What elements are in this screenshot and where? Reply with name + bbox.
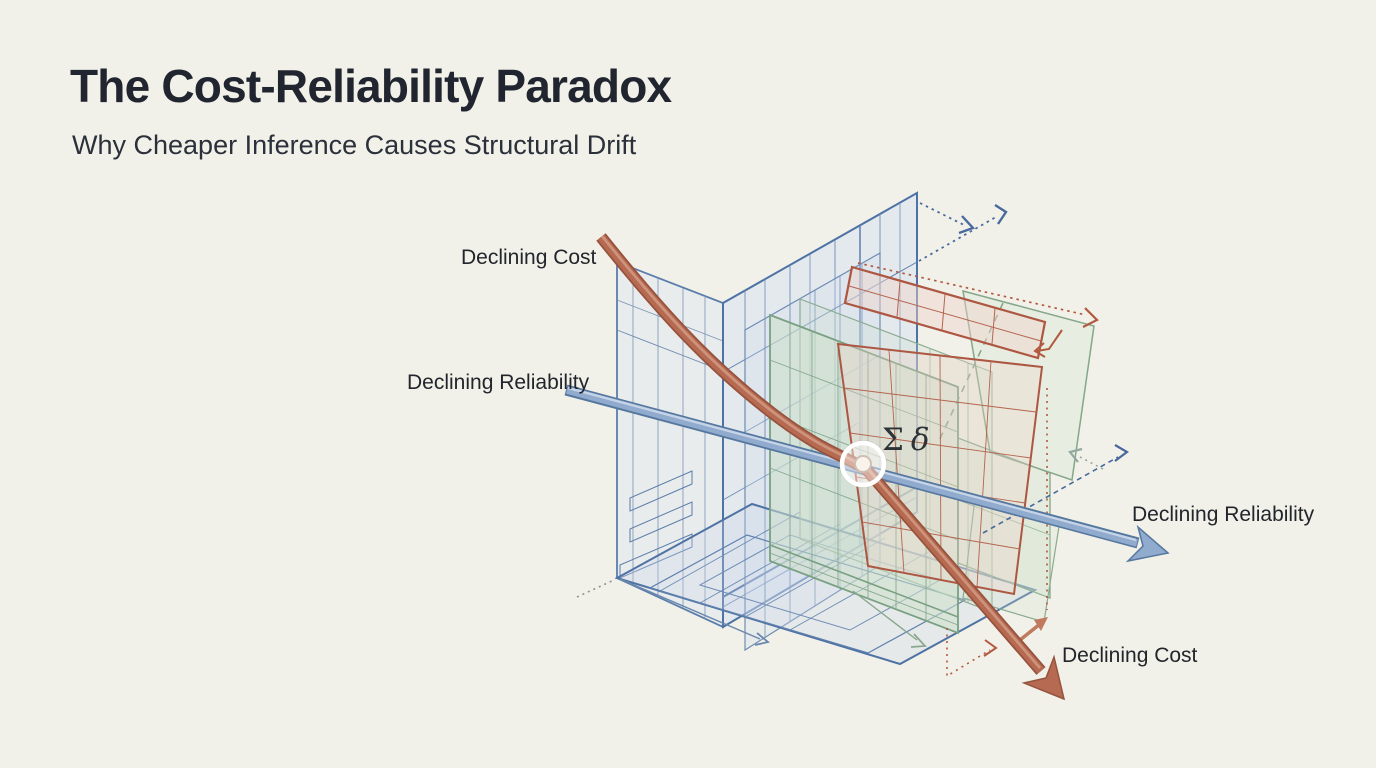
red-drifted-plane	[836, 342, 1044, 596]
sigma-symbol: Σ	[882, 422, 904, 458]
red-dotted-arrow-top	[857, 262, 1099, 328]
label-declining-cost-right: Declining Cost	[1062, 644, 1198, 667]
ground-dotted-line	[576, 579, 615, 598]
red-drifted-strip	[843, 265, 1047, 360]
green-thin-floor-arrow	[852, 590, 927, 648]
page-title: The Cost-Reliability Paradox	[70, 60, 672, 112]
label-declining-reliability-left: Declining Reliability	[407, 371, 590, 394]
blue-dotted-arrow-top-long	[918, 203, 1008, 262]
intersection-node	[839, 440, 887, 488]
label-declining-cost-left: Declining Cost	[461, 246, 597, 269]
teal-dotted-arrow-left	[1068, 447, 1104, 470]
red-hook-arrow	[1033, 329, 1063, 358]
red-dotted-arrow-bottom	[946, 628, 998, 678]
blue-thin-floor-arrow	[619, 578, 770, 646]
blue-dotted-arrow-top-short	[919, 202, 976, 235]
page-subtitle: Why Cheaper Inference Causes Structural …	[72, 130, 637, 160]
delta-symbol: δ	[910, 422, 930, 458]
green-drifted-sheet-upper	[962, 289, 1095, 482]
blue-dashed-arrow-right	[982, 444, 1129, 534]
blue-louver-slats	[619, 470, 693, 579]
red-small-solid-arrow	[1018, 617, 1048, 642]
label-declining-reliability-right: Declining Reliability	[1132, 503, 1315, 526]
